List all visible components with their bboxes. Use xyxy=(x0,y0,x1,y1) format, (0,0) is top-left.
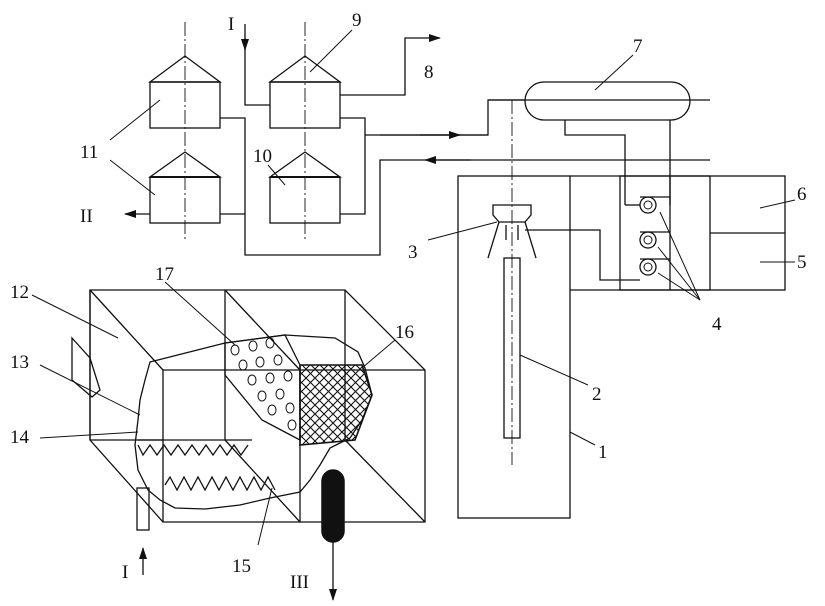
label-stream-II: II xyxy=(80,206,93,227)
cyclone-11-upper xyxy=(148,55,222,129)
label-14: 14 xyxy=(10,427,30,448)
label-13: 13 xyxy=(10,352,29,373)
label-2: 2 xyxy=(592,384,602,405)
fan-4-bottom xyxy=(639,258,670,276)
label-15: 15 xyxy=(232,556,251,577)
mesh-block-16 xyxy=(299,364,373,446)
label-8: 8 xyxy=(424,62,434,83)
label-stream-I-top: I xyxy=(228,14,234,35)
label-10: 10 xyxy=(253,146,272,167)
label-1: 1 xyxy=(598,442,608,463)
label-9: 9 xyxy=(352,10,362,31)
heater-upper xyxy=(137,443,249,457)
leader-lines xyxy=(31,29,796,546)
column-1 xyxy=(457,100,710,519)
connecting-lines xyxy=(380,99,710,164)
label-11: 11 xyxy=(80,142,98,163)
perforated-plate-17 xyxy=(224,334,301,442)
labels: 1 2 3 4 5 6 7 8 9 10 11 12 13 14 15 16 1… xyxy=(10,10,807,593)
label-stream-III: III xyxy=(290,572,309,593)
cyclone-10-lower xyxy=(267,151,343,224)
fan-4-middle xyxy=(639,231,670,249)
dryer-box xyxy=(71,289,426,601)
drum-7 xyxy=(488,81,710,205)
heater-lower xyxy=(164,475,276,492)
label-stream-I-bottom: I xyxy=(122,562,128,583)
label-17: 17 xyxy=(155,264,174,285)
label-12: 12 xyxy=(10,282,29,303)
label-4: 4 xyxy=(712,314,722,335)
label-3: 3 xyxy=(408,242,418,263)
outlet-capsule xyxy=(321,469,345,543)
cyclone-11-lower xyxy=(147,151,223,224)
label-5: 5 xyxy=(797,252,807,273)
fan-4-top xyxy=(639,196,670,214)
burner-3 xyxy=(487,204,640,281)
blower-panel xyxy=(619,175,786,291)
label-7: 7 xyxy=(633,36,643,57)
label-16: 16 xyxy=(395,322,414,343)
label-6: 6 xyxy=(797,184,807,205)
cyclone-group xyxy=(124,22,488,256)
tube-2 xyxy=(503,257,521,439)
